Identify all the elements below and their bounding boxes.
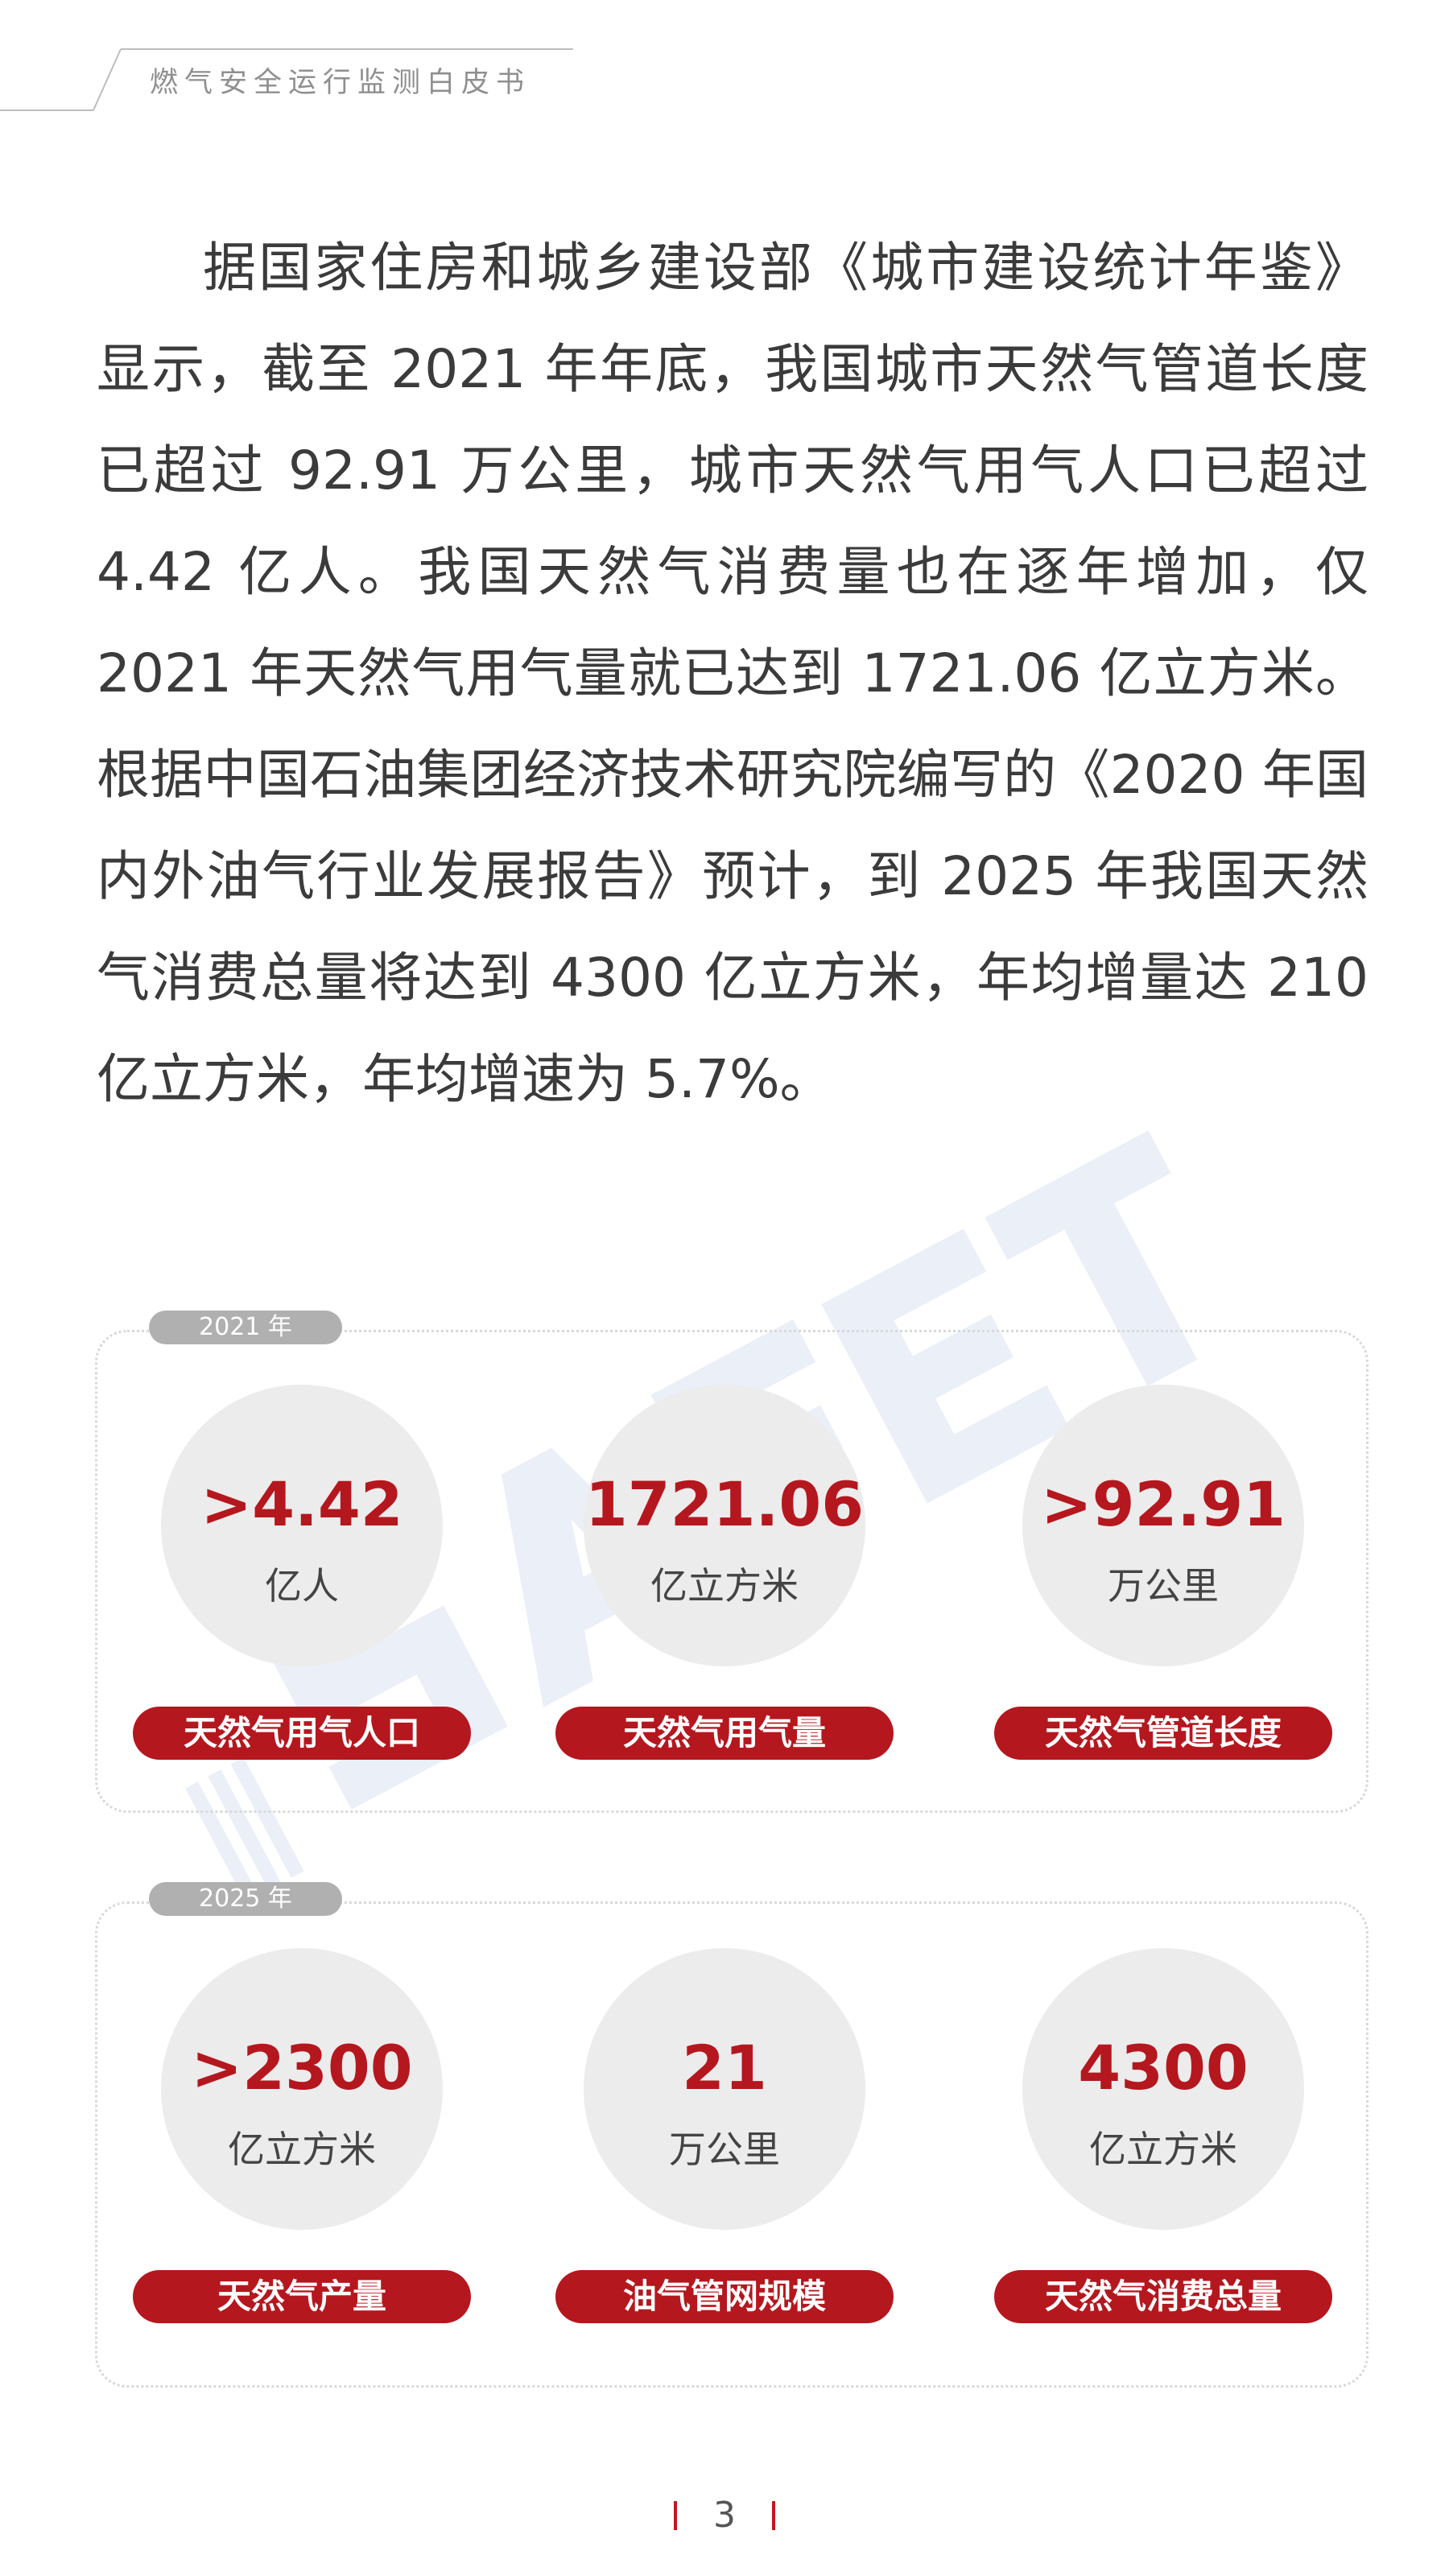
stat-circle (161, 1948, 443, 2230)
stat-unit: 万公里 (669, 2128, 780, 2171)
page-number-bar-right (772, 2501, 775, 2530)
stat-label: 天然气用气人口 (133, 1707, 471, 1760)
stat-label: 油气管网规模 (555, 2270, 894, 2323)
header-divider-icon (0, 48, 573, 111)
page-footer: 3 (644, 2491, 805, 2540)
header-title: 燃气安全运行监测白皮书 (150, 67, 531, 99)
stat-unit: 万公里 (1108, 1564, 1219, 1608)
stat-value: 21 (682, 2032, 767, 2103)
stat-label: 天然气产量 (133, 2270, 471, 2323)
stat-card: 4300 亿立方米 天然气消费总量 (994, 1948, 1332, 2334)
stat-circle (584, 1385, 865, 1666)
stats-panel-2025 (95, 1901, 1368, 2388)
stat-value: >2300 (191, 2032, 413, 2103)
page-header: 燃气安全运行监测白皮书 (0, 48, 573, 111)
stat-label: 天然气消费总量 (994, 2270, 1332, 2323)
stat-card: >92.91 万公里 天然气管道长度 (994, 1385, 1332, 1771)
stat-value: 1721.06 (584, 1468, 865, 1540)
stat-circle (161, 1385, 443, 1666)
page-number: 3 (713, 2495, 736, 2536)
stat-unit: 亿立方米 (650, 1564, 799, 1608)
page-number-bar-left (674, 2501, 677, 2530)
year-badge-2025: 2025 年 (149, 1882, 342, 1916)
stat-unit: 亿人 (265, 1564, 339, 1608)
body-paragraph: 据国家住房和城乡建设部《城市建设统计年鉴》显示，截至 2021 年年底，我国城市… (97, 237, 1368, 1110)
stat-unit: 亿立方米 (1089, 2128, 1237, 2171)
stat-label: 天然气管道长度 (994, 1707, 1332, 1760)
stat-card: >2300 亿立方米 天然气产量 (133, 1948, 471, 2334)
stats-panel-2021 (95, 1330, 1368, 1813)
stat-card: 21 万公里 油气管网规模 (555, 1948, 894, 2334)
stat-unit: 亿立方米 (228, 2128, 376, 2171)
year-badge-2021: 2021 年 (149, 1311, 342, 1344)
stat-value: 4300 (1078, 2032, 1249, 2103)
stat-value: >92.91 (1040, 1468, 1286, 1540)
stat-card: >4.42 亿人 天然气用气人口 (133, 1385, 471, 1771)
stat-label: 天然气用气量 (555, 1707, 894, 1760)
stat-circle (584, 1948, 865, 2230)
stat-circle (1022, 1385, 1304, 1666)
stat-circle (1022, 1948, 1304, 2230)
stat-value: >4.42 (200, 1468, 403, 1540)
stat-card: 1721.06 亿立方米 天然气用气量 (555, 1385, 894, 1771)
